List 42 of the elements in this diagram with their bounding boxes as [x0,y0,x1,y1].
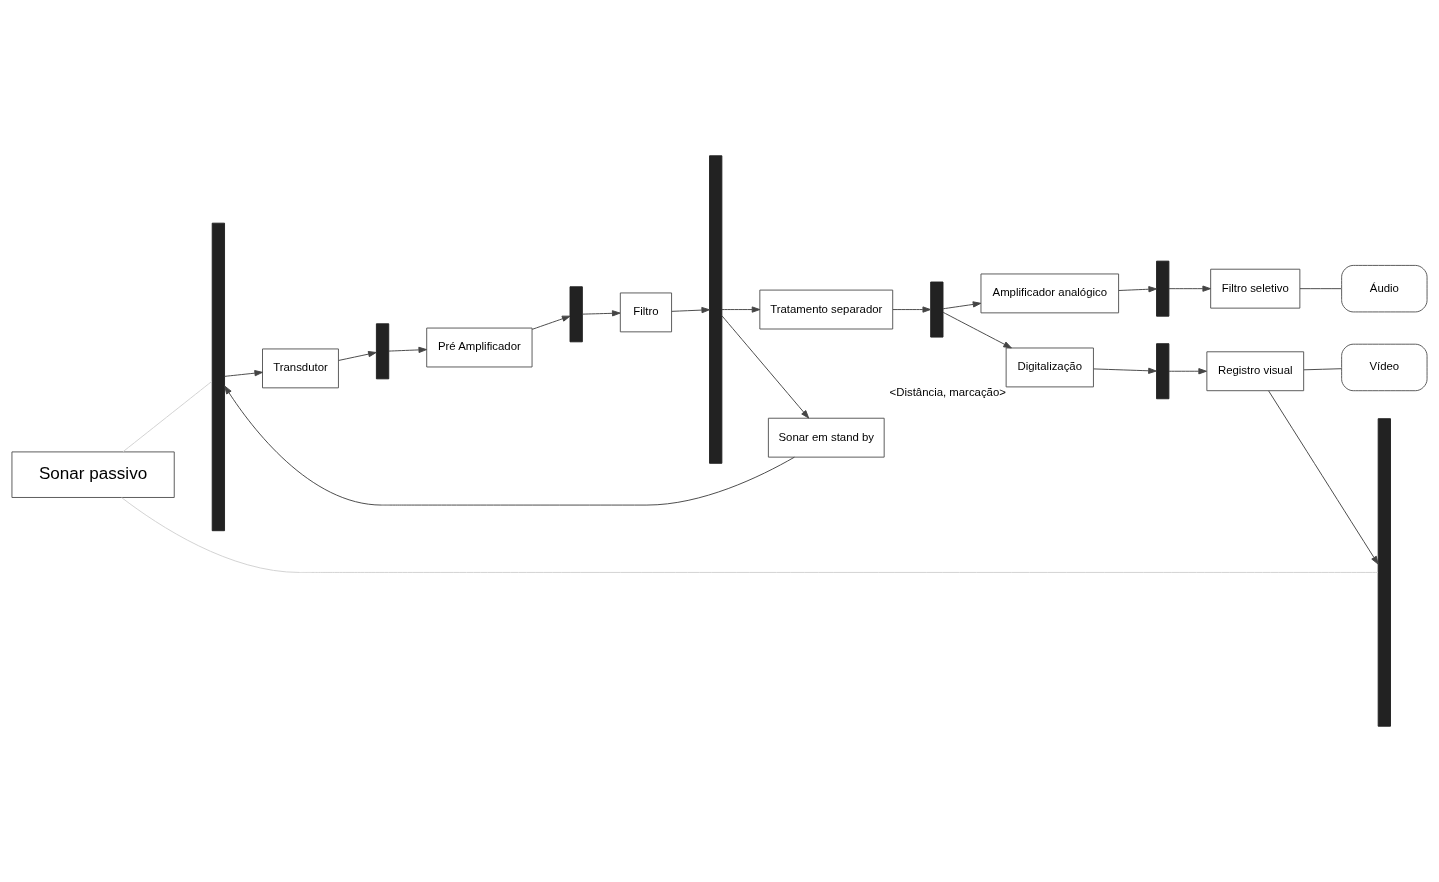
node-bar [709,155,723,464]
connector [121,497,1379,573]
arrow [224,370,263,377]
arrow [1093,367,1157,374]
node-box: Sonar em stand by [767,417,885,458]
node-box: Digitalização [1005,347,1094,388]
arrow [224,385,795,506]
node-label: <Distância, marcação> [889,386,1006,399]
node-box: Vídeo [1341,343,1428,392]
arrow [1268,390,1379,565]
arrow [531,315,571,330]
arrow [388,346,427,354]
node-box: Sonar passivo [11,451,175,498]
arrow [338,351,377,361]
arrow [942,311,1012,349]
node-box: Filtro [619,292,673,333]
node-box: Áudio [1341,264,1428,313]
node-box: Pré Amplificador [426,327,533,368]
arrow [721,315,810,419]
node-bar [1156,343,1170,400]
node-box: Registro visual [1206,351,1305,392]
node-bar [211,222,226,532]
node-box: Tratamento separador [759,289,894,330]
arrow [671,306,710,314]
connector [122,380,213,453]
arrow [1168,285,1211,292]
arrow [942,301,982,310]
node-box: Transdutor [262,348,339,389]
connector [1303,368,1342,371]
node-box: Filtro seletivo [1210,268,1301,309]
node-bar [1377,418,1391,727]
node-bar [375,323,390,380]
arrow [582,310,621,317]
arrow [1168,368,1207,375]
node-bar [569,286,583,343]
arrow [1118,286,1157,293]
arrow [721,306,761,313]
arrow [892,306,931,313]
node-bar [1156,260,1170,317]
node-box: Amplificador analógico [980,273,1120,314]
connector [1299,288,1342,290]
node-bar [930,281,944,338]
